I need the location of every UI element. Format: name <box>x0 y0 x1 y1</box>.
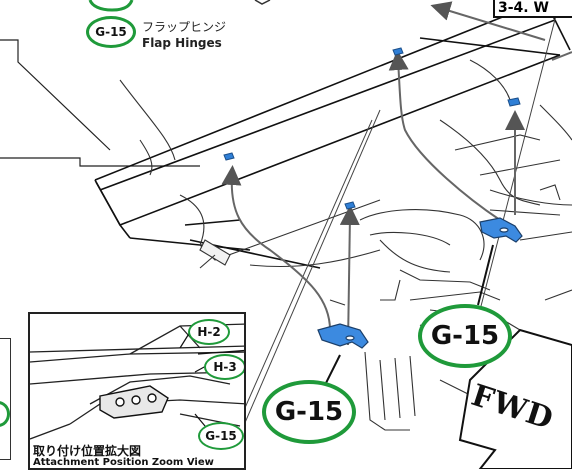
part-legend-code: G-15 <box>95 25 127 39</box>
callout-tag-right: G-15 <box>418 304 512 368</box>
step-label: 3-4. W <box>498 0 549 16</box>
left-side-green-mark <box>0 401 10 427</box>
inset-tag-g15: G-15 <box>198 422 244 450</box>
inset-tag-label: G-15 <box>205 429 237 443</box>
placement-arrows <box>221 1 572 346</box>
wing-flap-outline <box>94 0 571 269</box>
part-legend: G-15 フラップヒンジ Flap Hinges <box>86 16 266 60</box>
zoom-inset: H-2 H-3 G-15 取り付け位置拡大図 Attachment Positi… <box>28 312 246 470</box>
inset-tag-label: H-2 <box>197 325 221 339</box>
callout-code: G-15 <box>430 321 500 351</box>
hinge-installed-marks <box>223 47 521 210</box>
part-legend-name-en: Flap Hinges <box>142 36 222 50</box>
callout-code: G-15 <box>274 397 344 427</box>
hinge-loose-parts <box>317 217 523 349</box>
inset-title-jp: 取り付け位置拡大図 <box>33 444 142 458</box>
fwd-arrow <box>458 328 572 469</box>
left-side-frame <box>0 338 11 460</box>
inset-tag-h3: H-3 <box>204 354 244 380</box>
part-legend-tag: G-15 <box>86 16 136 48</box>
part-legend-name-jp: フラップヒンジ <box>142 20 227 34</box>
inset-hinge-part <box>99 385 169 419</box>
wing-structure <box>119 59 572 441</box>
callout-tag-center: G-15 <box>262 380 356 444</box>
inset-title-en: Attachment Position Zoom View <box>33 457 214 468</box>
step-header: 3-4. W <box>493 0 572 18</box>
inset-tag-label: H-3 <box>213 360 237 374</box>
inset-drawing <box>30 323 244 440</box>
inset-tag-h2: H-2 <box>188 319 230 345</box>
